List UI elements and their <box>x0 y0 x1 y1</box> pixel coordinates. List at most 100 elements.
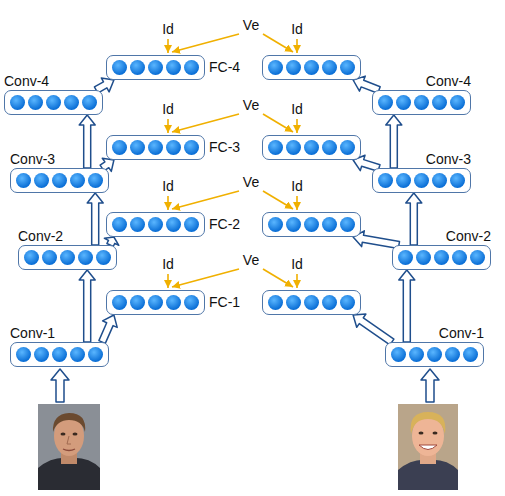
layer-name: Conv-3 <box>426 151 471 167</box>
neuron-circle <box>184 140 199 155</box>
neuron-circle <box>304 217 319 232</box>
face-photo-right <box>398 404 458 490</box>
verification-label: Ve <box>243 97 259 113</box>
neuron-circle <box>450 173 465 188</box>
neuron-circle <box>414 95 429 110</box>
fc-layer-node: Id <box>262 256 361 315</box>
neuron-circle <box>184 217 199 232</box>
neuron-circle <box>304 140 319 155</box>
neuron-circle <box>16 347 31 362</box>
conv-layer-node: Conv-1 <box>385 325 484 367</box>
neuron-circle <box>452 250 467 265</box>
hollow-arrow <box>87 193 103 245</box>
neuron-circle <box>88 173 103 188</box>
neuron-circle <box>268 295 283 310</box>
neuron-circle <box>88 347 103 362</box>
layer-box <box>10 168 109 193</box>
neuron-circle <box>322 140 337 155</box>
neuron-circle <box>396 173 411 188</box>
neuron-circle <box>268 140 283 155</box>
neuron-circle <box>396 95 411 110</box>
neuron-circle <box>286 217 301 232</box>
neuron-circle <box>432 173 447 188</box>
neuron-circle <box>286 60 301 75</box>
neuron-circle <box>409 347 424 362</box>
layer-box <box>4 90 103 115</box>
layer-box <box>262 212 361 237</box>
fc-layer-name: FC-1 <box>209 294 240 310</box>
neuron-circle <box>78 250 93 265</box>
layer-box <box>262 290 361 315</box>
neuron-circle <box>166 60 181 75</box>
neuron-circle <box>434 250 449 265</box>
conv-layer-node: Conv-3 <box>372 151 471 193</box>
fc-layer-node: Id <box>262 21 361 80</box>
neuron-circle <box>148 60 163 75</box>
layer-box <box>372 168 471 193</box>
neuron-circle <box>470 250 485 265</box>
verification-label: Ve <box>243 174 259 190</box>
neuron-circle <box>322 217 337 232</box>
neuron-circle <box>82 95 97 110</box>
neuron-circle <box>398 250 413 265</box>
neuron-circle <box>268 60 283 75</box>
neuron-circle <box>112 217 127 232</box>
neuron-circle <box>166 217 181 232</box>
conv-layer-node: Conv-4 <box>372 73 471 115</box>
layer-box <box>392 245 491 270</box>
neuron-circle <box>322 60 337 75</box>
hollow-arrow <box>79 115 95 168</box>
layer-box <box>262 55 361 80</box>
neuron-circle <box>24 250 39 265</box>
supervision-label: Id <box>162 101 174 117</box>
neuron-circle <box>148 295 163 310</box>
neuron-circle <box>34 173 49 188</box>
neuron-circle <box>322 295 337 310</box>
neuron-circle <box>28 95 43 110</box>
face-photo-left <box>38 404 100 490</box>
neuron-circle <box>96 250 111 265</box>
fc-layer-node: Id <box>262 178 361 237</box>
conv-layer-node: Conv-2 <box>18 228 117 270</box>
fc-layer-name: FC-4 <box>209 59 240 75</box>
neuron-circle <box>130 60 145 75</box>
layer-name: Conv-4 <box>426 73 471 89</box>
neuron-circle <box>112 140 127 155</box>
neuron-circle <box>450 95 465 110</box>
fc-layer-node: Id <box>106 178 205 237</box>
verification-label: Ve <box>243 252 259 268</box>
supervision-arrows <box>168 34 297 288</box>
supervision-label: Id <box>291 256 303 272</box>
layer-name: Conv-2 <box>446 228 491 244</box>
neuron-circle <box>427 347 442 362</box>
neuron-circle <box>304 60 319 75</box>
supervision-label: Id <box>162 256 174 272</box>
fc-layer-node: Id <box>106 256 205 315</box>
neuron-circle <box>64 95 79 110</box>
hollow-arrow <box>399 270 415 342</box>
layer-box <box>18 245 117 270</box>
neuron-circle <box>16 173 31 188</box>
neuron-circle <box>70 173 85 188</box>
neuron-circle <box>52 347 67 362</box>
neuron-circle <box>391 347 406 362</box>
neuron-circle <box>10 95 25 110</box>
verification-label: Ve <box>243 17 259 33</box>
neuron-circle <box>46 95 61 110</box>
fc-layer-node: Id <box>262 101 361 160</box>
neuron-circle <box>148 140 163 155</box>
conv-layer-node: Conv-2 <box>392 228 491 270</box>
neuron-circle <box>340 60 355 75</box>
neuron-circle <box>432 95 447 110</box>
neuron-circle <box>148 217 163 232</box>
neuron-circle <box>112 295 127 310</box>
fc-layer-node: Id <box>106 101 205 160</box>
neuron-circle <box>340 217 355 232</box>
neuron-circle <box>130 140 145 155</box>
supervision-label: Id <box>291 178 303 194</box>
neuron-circle <box>463 347 478 362</box>
layer-box <box>106 290 205 315</box>
hollow-arrow <box>406 193 422 245</box>
hollow-arrow <box>353 314 394 345</box>
neuron-circle <box>340 295 355 310</box>
